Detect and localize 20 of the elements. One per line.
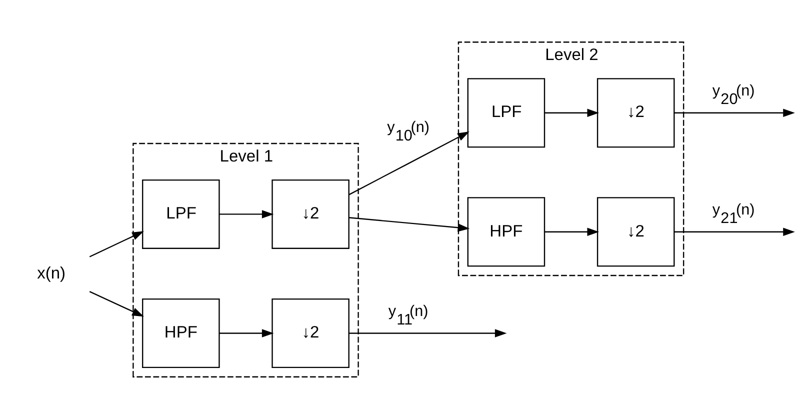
arrow [219,210,274,218]
node-box: ↓2 [596,78,675,148]
node-box: LPF [142,178,220,248]
node-box: ↓2 [272,298,350,368]
arrow [544,108,600,116]
arrow [544,227,600,236]
arrow [89,290,144,316]
node-box: ↓2 [272,178,350,248]
arrow [89,230,144,257]
node-box: LPF [467,78,546,148]
node-box: HPF [467,196,546,266]
arrow [219,328,274,337]
arrow [349,328,507,337]
node-box: HPF [142,298,220,368]
arrow [348,216,470,232]
arrow [674,227,795,236]
arrow [348,131,470,195]
node-text: x(n) [37,264,66,282]
node-box: ↓2 [596,196,675,266]
arrow [674,108,795,116]
